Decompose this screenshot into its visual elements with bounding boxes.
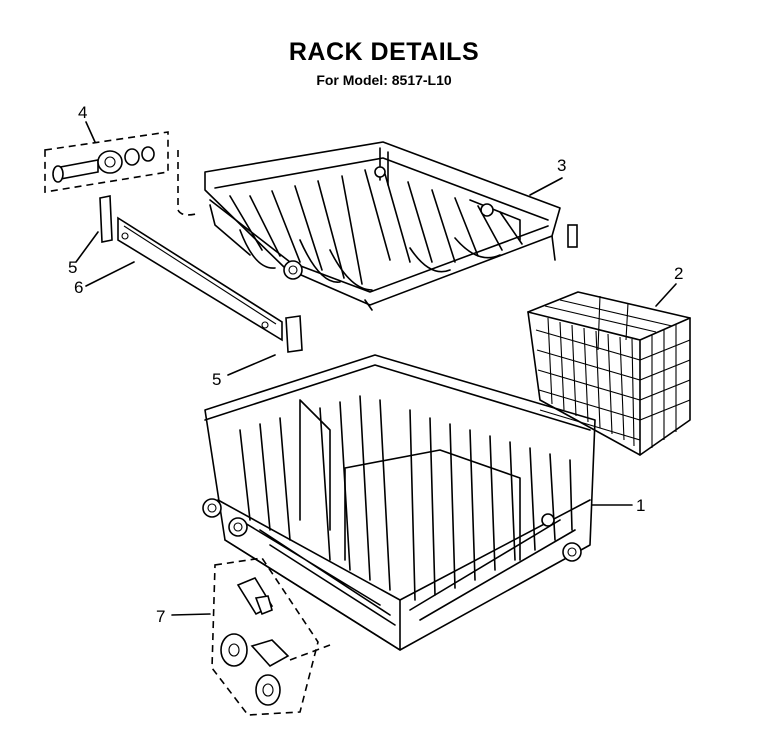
callout-label-2: 2: [674, 264, 683, 283]
callout-3: 3: [529, 156, 566, 196]
callout-2: 2: [655, 264, 683, 307]
callout-5b: 5: [212, 354, 276, 389]
callout-label-7: 7: [156, 607, 165, 626]
callout-label-3: 3: [557, 156, 566, 175]
callout-label-6: 6: [74, 278, 83, 297]
callout-4: 4: [78, 103, 96, 143]
callout-6: 6: [74, 261, 135, 297]
rack-rail[interactable]: [99, 195, 303, 353]
silverware-basket[interactable]: [527, 291, 691, 456]
callout-label-5b: 5: [212, 370, 221, 389]
lower-rack-wheel-kit[interactable]: [211, 557, 331, 716]
callout-5a: 5: [68, 231, 99, 277]
diagram-title: RACK DETAILS: [288, 38, 480, 66]
callout-7: 7: [156, 607, 211, 626]
callout-label-1: 1: [636, 496, 645, 515]
upper-rack[interactable]: [177, 141, 578, 311]
lower-rack[interactable]: [202, 354, 596, 651]
callout-1: 1: [591, 496, 645, 515]
model-subtitle: For Model: 8517-L10: [316, 72, 452, 88]
callout-label-5a: 5: [68, 258, 77, 277]
callout-label-4: 4: [78, 103, 87, 122]
rack-wheel-assembly[interactable]: [44, 131, 169, 193]
